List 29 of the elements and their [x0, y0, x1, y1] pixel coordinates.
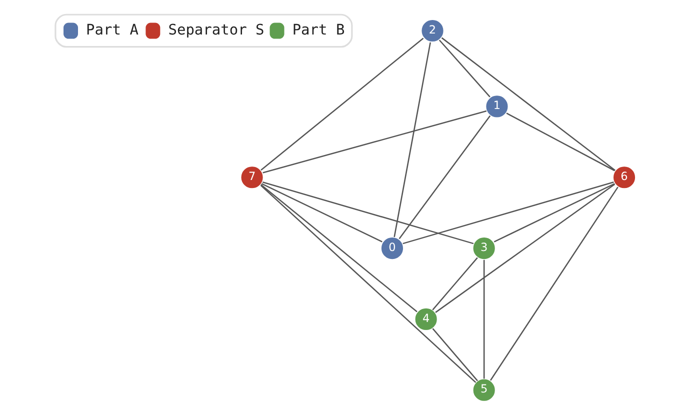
node-circle: 5	[472, 378, 496, 402]
node-circle: 3	[472, 236, 496, 260]
connector	[493, 183, 614, 242]
connector	[260, 38, 424, 171]
node-circle: 2	[420, 18, 444, 42]
connector	[432, 328, 478, 382]
node-circle: 0	[380, 236, 404, 260]
connector	[440, 37, 616, 171]
connector	[398, 115, 490, 240]
connector	[489, 186, 618, 381]
connector	[262, 181, 474, 244]
connector	[260, 184, 476, 383]
connector	[482, 260, 484, 379]
node-circle: 1	[484, 94, 508, 118]
connector	[393, 42, 430, 238]
legend-label: Separator S	[168, 22, 264, 38]
legend-label: Part A	[86, 22, 138, 38]
connector	[402, 181, 614, 244]
legend-label: Part B	[292, 22, 344, 38]
connector	[260, 184, 417, 312]
node-circle: 7	[240, 166, 264, 190]
node-circle: 4	[414, 307, 438, 331]
connector	[262, 110, 486, 174]
node-circle: 6	[612, 166, 636, 190]
connector	[260, 183, 382, 242]
connector	[438, 40, 490, 98]
connector	[434, 184, 615, 313]
connector	[432, 257, 478, 310]
connector	[506, 112, 614, 172]
